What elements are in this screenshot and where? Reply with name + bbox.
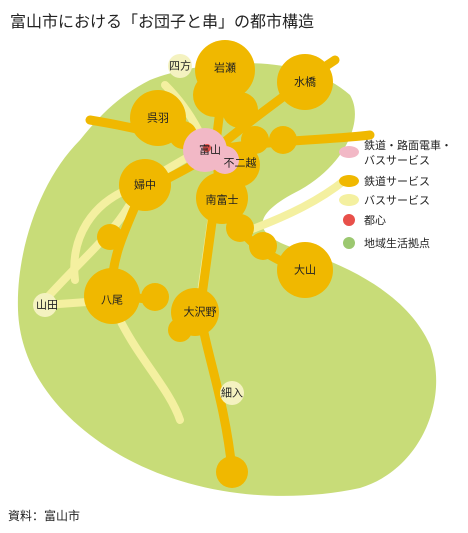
- city-area: [17, 63, 437, 496]
- legend-label-hub: 地域生活拠点: [364, 236, 430, 250]
- legend-swatch-tram: [339, 146, 359, 158]
- source-note: 資料：富山市: [8, 509, 81, 523]
- place-label-iwase: 岩瀬: [214, 61, 236, 75]
- legend-item-bus: バスサービス: [339, 194, 430, 207]
- place-label-oyama: 大山: [294, 263, 316, 277]
- legend-swatch-hub: [343, 237, 355, 249]
- place-label-yamada: 山田: [36, 299, 58, 312]
- place-label-minamitoyama: 南富士: [206, 193, 239, 207]
- legend-label-bus: バスサービス: [364, 194, 430, 207]
- legend-item-center: 都心: [343, 214, 386, 227]
- legend-item-tram: 鉄道・路面電車・ バスサービス: [339, 138, 452, 167]
- place-label-toyama: 富山: [199, 143, 221, 157]
- place-label-fuchu: 婦中: [134, 178, 156, 192]
- legend-swatch-bus: [339, 194, 359, 206]
- legend: 鉄道・路面電車・ バスサービス 鉄道サービス バスサービス 都心 地域生活拠点: [339, 138, 452, 250]
- place-label-osawano: 大沢野: [184, 305, 217, 319]
- local-hubs: [33, 54, 244, 405]
- legend-label-tram-line1: 鉄道・路面電車・: [364, 138, 452, 152]
- place-label-yatsuo: 八尾: [101, 294, 123, 307]
- place-label-mizuhashi: 水橋: [294, 75, 316, 89]
- place-label-fujikoshi: 不二越: [224, 156, 257, 170]
- city-center-marker: [203, 144, 211, 152]
- legend-label-tram-line2: バスサービス: [364, 154, 430, 167]
- legend-swatch-rail: [339, 175, 359, 187]
- place-label-hosoiri: 細入: [221, 387, 243, 400]
- diagram-title: 富山市における「お団子と串」の都市構造: [10, 12, 315, 31]
- rail-service-areas: [84, 40, 333, 488]
- legend-label-rail: 鉄道サービス: [364, 174, 430, 188]
- legend-label-center: 都心: [364, 214, 386, 227]
- place-label-kureha: 呉羽: [147, 112, 169, 125]
- legend-item-rail: 鉄道サービス: [339, 174, 430, 188]
- legend-item-hub: 地域生活拠点: [343, 236, 430, 250]
- place-label-yokata: 四方: [169, 59, 191, 73]
- legend-swatch-center: [343, 214, 355, 226]
